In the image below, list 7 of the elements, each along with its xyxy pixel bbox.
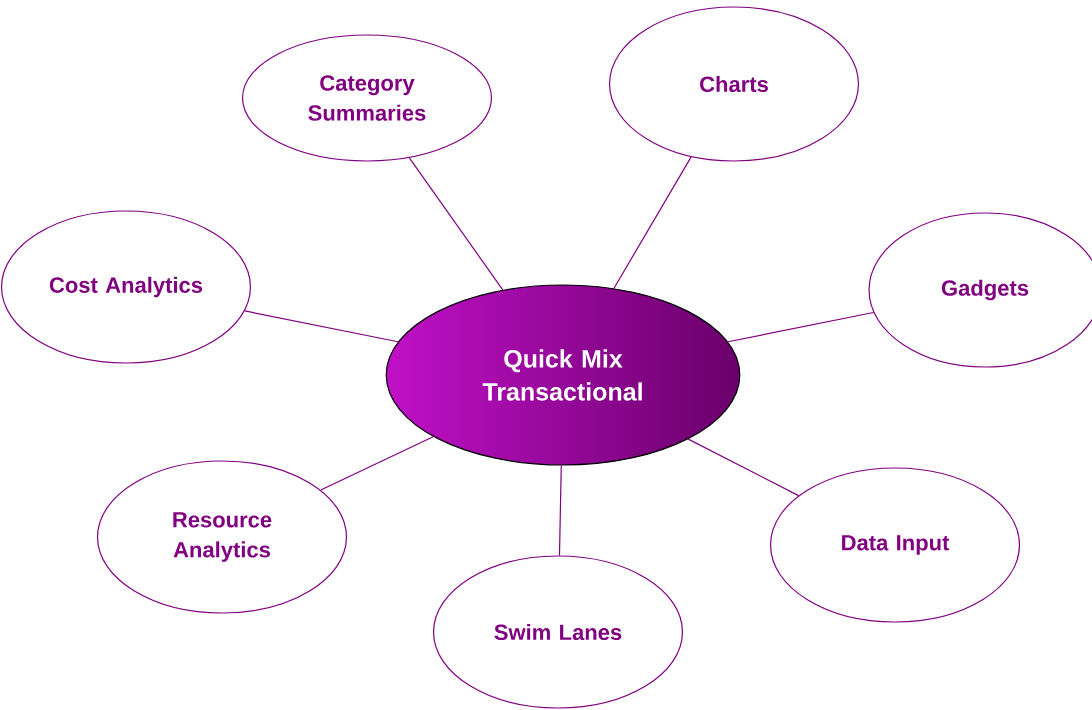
connector-line [613, 156, 692, 289]
connector-line [244, 310, 399, 343]
connector-line [320, 436, 434, 491]
connector-line [558, 465, 562, 556]
connector-line [727, 311, 875, 343]
connector-line [408, 157, 504, 291]
connector-line [687, 438, 800, 497]
